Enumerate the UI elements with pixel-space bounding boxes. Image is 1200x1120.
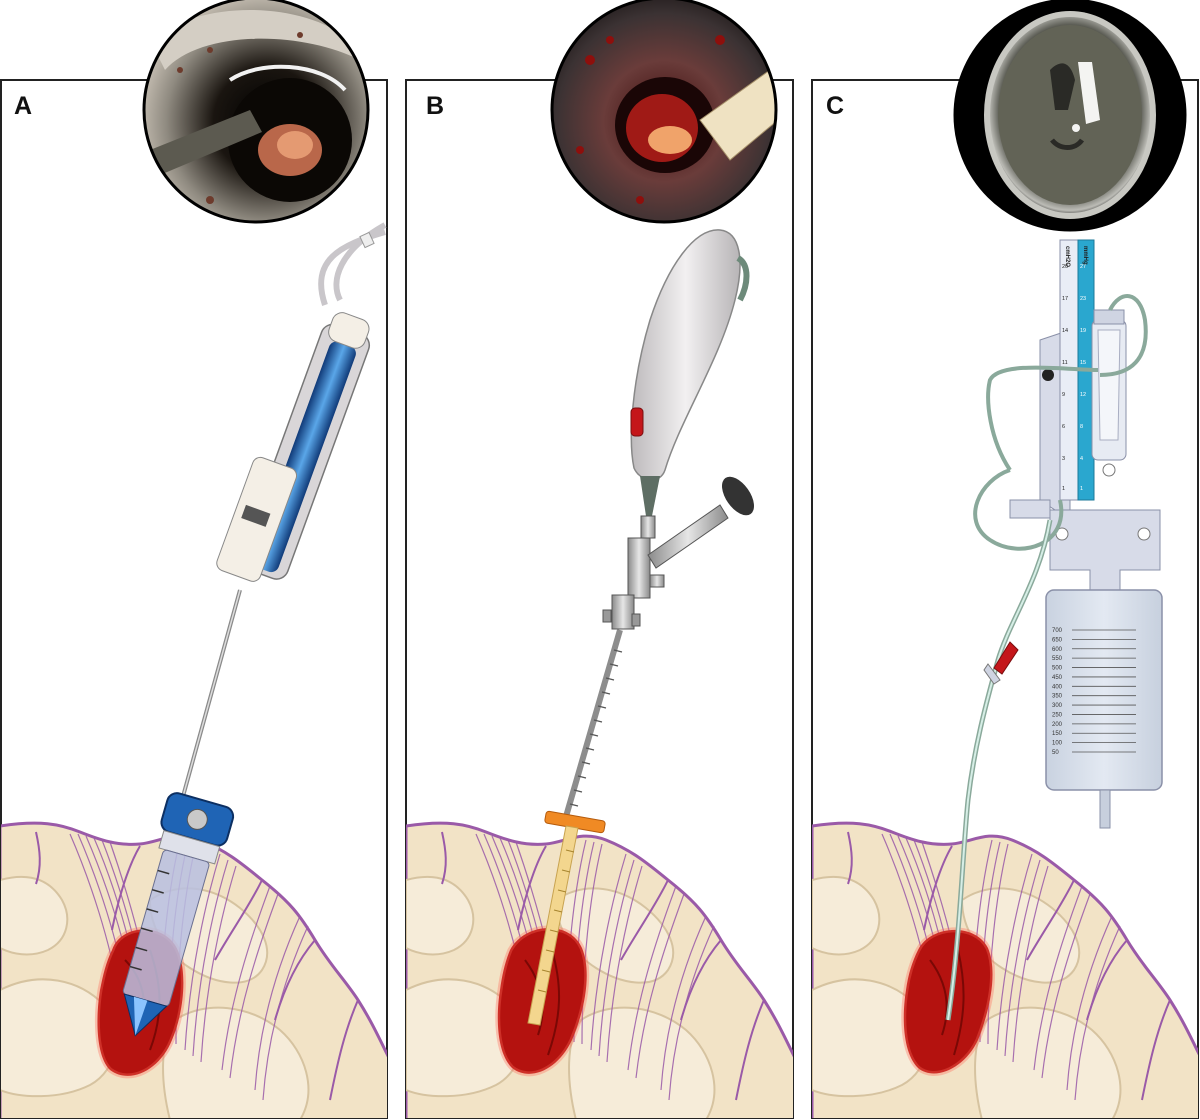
scale-header-right: mmHg: [1082, 246, 1088, 265]
svg-text:6: 6: [1062, 424, 1065, 430]
bag-tick-label: 550: [1052, 656, 1063, 662]
bag-tick-label: 600: [1052, 647, 1063, 653]
svg-text:19: 19: [1080, 328, 1086, 334]
panel-label-c: C: [826, 92, 844, 120]
bag-tick-label: 300: [1052, 703, 1063, 709]
bag-tick-label: 150: [1052, 731, 1063, 737]
svg-text:9: 9: [1062, 392, 1065, 398]
svg-text:23: 23: [1080, 296, 1086, 302]
bag-tick-label: 450: [1052, 675, 1063, 681]
endoscope-handle: [630, 229, 750, 516]
svg-text:11: 11: [1062, 360, 1068, 366]
panel-b: B: [405, 0, 794, 1119]
bag-tick-label: 250: [1052, 712, 1063, 718]
bag-tick-label: 650: [1052, 637, 1063, 643]
aspiration-device: [216, 312, 371, 582]
svg-text:14: 14: [1062, 328, 1068, 334]
svg-text:1: 1: [1080, 486, 1083, 492]
bag-tick-label: 100: [1052, 741, 1063, 747]
svg-text:3: 3: [1062, 456, 1065, 462]
panel-label-b: B: [426, 92, 444, 120]
bag-ticks: 700 650 600 550 500 450 400 350 300 250 200 150 100 5…: [1052, 628, 1136, 756]
panel-label-a: A: [14, 92, 32, 120]
bag-tick-label: 350: [1052, 694, 1063, 700]
scale-header-left: cmH2O: [1064, 246, 1070, 267]
endoscope-body: [562, 476, 754, 821]
collection-bag: [1045, 589, 1163, 791]
endoscopic-photo-b: [550, 0, 778, 224]
svg-text:1: 1: [1062, 486, 1065, 492]
panel-a: A: [0, 0, 388, 1119]
svg-text:12: 12: [1080, 392, 1086, 398]
svg-text:27: 27: [1080, 264, 1086, 270]
endoscopic-photo-a: [142, 0, 370, 224]
bag-tick-label: 700: [1052, 628, 1063, 634]
bag-tick-label: 500: [1052, 666, 1063, 672]
svg-text:20: 20: [1062, 264, 1068, 270]
cannula-b: [527, 810, 606, 1026]
bag-tick-label: 400: [1052, 684, 1063, 690]
bag-tick-label: 200: [1052, 722, 1063, 728]
syringe-a: [122, 792, 235, 1037]
svg-text:15: 15: [1080, 360, 1086, 366]
svg-text:17: 17: [1062, 296, 1068, 302]
svg-text:4: 4: [1080, 456, 1083, 462]
ct-scan-c: [953, 0, 1187, 232]
svg-text:8: 8: [1080, 424, 1083, 430]
bag-tick-label: 50: [1052, 750, 1059, 756]
